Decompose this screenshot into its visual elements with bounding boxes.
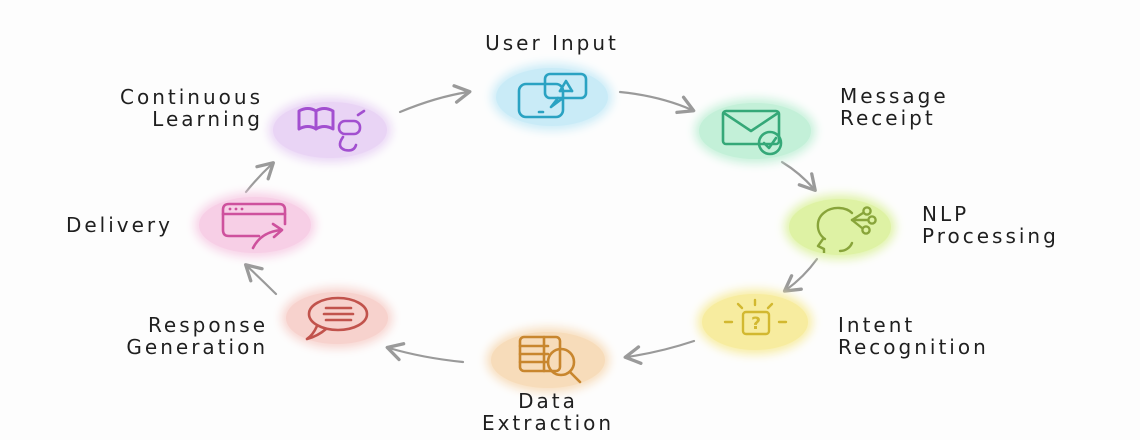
- arrow-data-extraction-to-response-generation: [385, 342, 465, 364]
- node-delivery: [199, 197, 311, 253]
- node-user-input: [496, 68, 608, 126]
- node-nlp-processing: [789, 199, 891, 255]
- node-label-continuous-learning: Continuous Learning: [120, 85, 263, 131]
- node-label-data-extraction: Data Extraction: [481, 389, 615, 435]
- node-data-extraction: [491, 332, 605, 388]
- head-circuit-icon: [816, 206, 877, 253]
- node-label-delivery: Delivery: [65, 213, 173, 237]
- database-magnifier-icon: [518, 335, 582, 384]
- speech-bubble-lines-icon: [305, 296, 369, 341]
- arrow-intent-recognition-to-data-extraction: [623, 339, 696, 365]
- arrow-nlp-processing-to-intent-recognition: [782, 257, 819, 293]
- svg-text:?: ?: [751, 314, 761, 334]
- node-label-user-input: User Input: [485, 31, 619, 55]
- arrow-user-input-to-message-receipt: [618, 90, 696, 115]
- node-label-response-generation: Response Generation: [126, 313, 268, 359]
- node-label-intent-recognition: Intent Recognition: [838, 313, 989, 359]
- node-intent-recognition: ?: [702, 294, 808, 350]
- node-message-receipt: [699, 103, 811, 159]
- smartphone-chat-icon: [517, 72, 588, 119]
- arrow-delivery-to-continuous-learning: [244, 161, 275, 194]
- open-book-sync-icon: [297, 107, 366, 152]
- node-response-generation: [286, 292, 388, 344]
- node-label-message-receipt: Message Receipt: [840, 84, 949, 130]
- node-label-nlp-processing: NLP Processing: [922, 202, 1059, 248]
- node-continuous-learning: [273, 102, 387, 158]
- envelope-check-icon: [721, 109, 783, 156]
- arrow-response-generation-to-delivery: [244, 263, 278, 296]
- question-lightburst-icon: ?: [723, 298, 788, 336]
- arrow-continuous-learning-to-user-input: [398, 84, 472, 114]
- arrow-message-receipt-to-nlp-processing: [780, 160, 817, 193]
- window-send-icon: [221, 202, 287, 250]
